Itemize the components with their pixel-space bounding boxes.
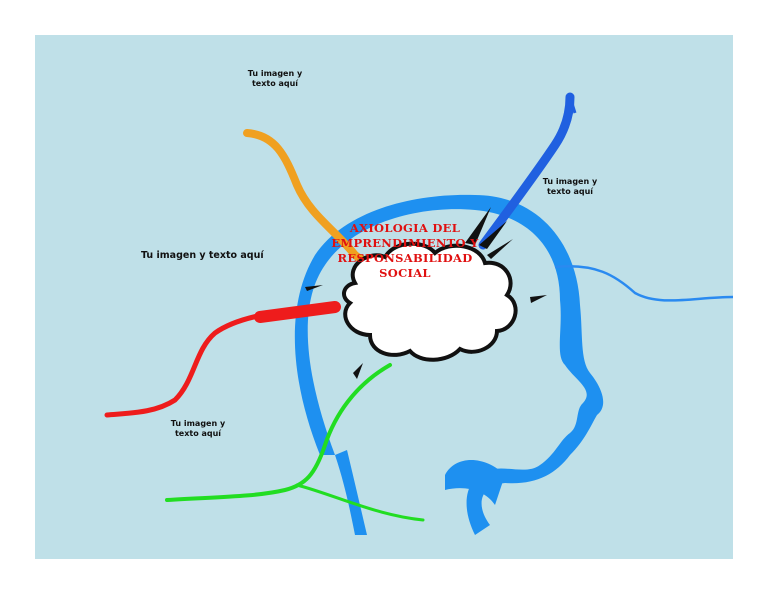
note-red: Tu imagen y texto aquí [141,250,264,261]
central-title: AXIOLOGIA DEL EMPRENDIMIENTO Y RESPONSAB… [331,221,479,280]
note-green: Tu imagen y texto aquí [170,419,226,438]
mind-map-art [104,92,733,536]
thought-cloud [342,241,518,362]
note-dark-blue: Tu imagen y texto aquí [542,177,598,196]
branch-green [165,363,392,502]
branch-right-thin [554,265,733,302]
branch-dark-blue [478,92,575,250]
head-silhouette [294,194,604,536]
neck [445,460,505,505]
back-neck [335,450,367,535]
mind-map-canvas: AXIOLOGIA DEL EMPRENDIMIENTO Y RESPONSAB… [35,35,733,559]
spark-marks [305,207,547,379]
note-orange: Tu imagen y texto aquí [247,69,303,88]
